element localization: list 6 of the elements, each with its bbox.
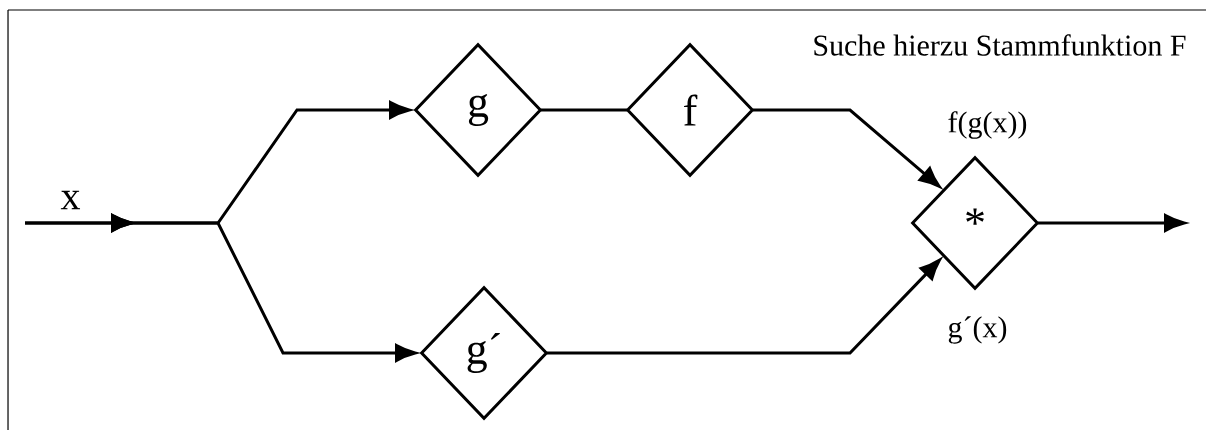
edge-label: x [59,189,82,211]
edge-label: g´(x) [946,315,1009,345]
edge-label: f(g(x)) [946,110,1029,140]
arrow [753,108,941,188]
arrow [547,258,941,355]
note: Suche hierzu Stammfunktion F [814,34,1186,56]
